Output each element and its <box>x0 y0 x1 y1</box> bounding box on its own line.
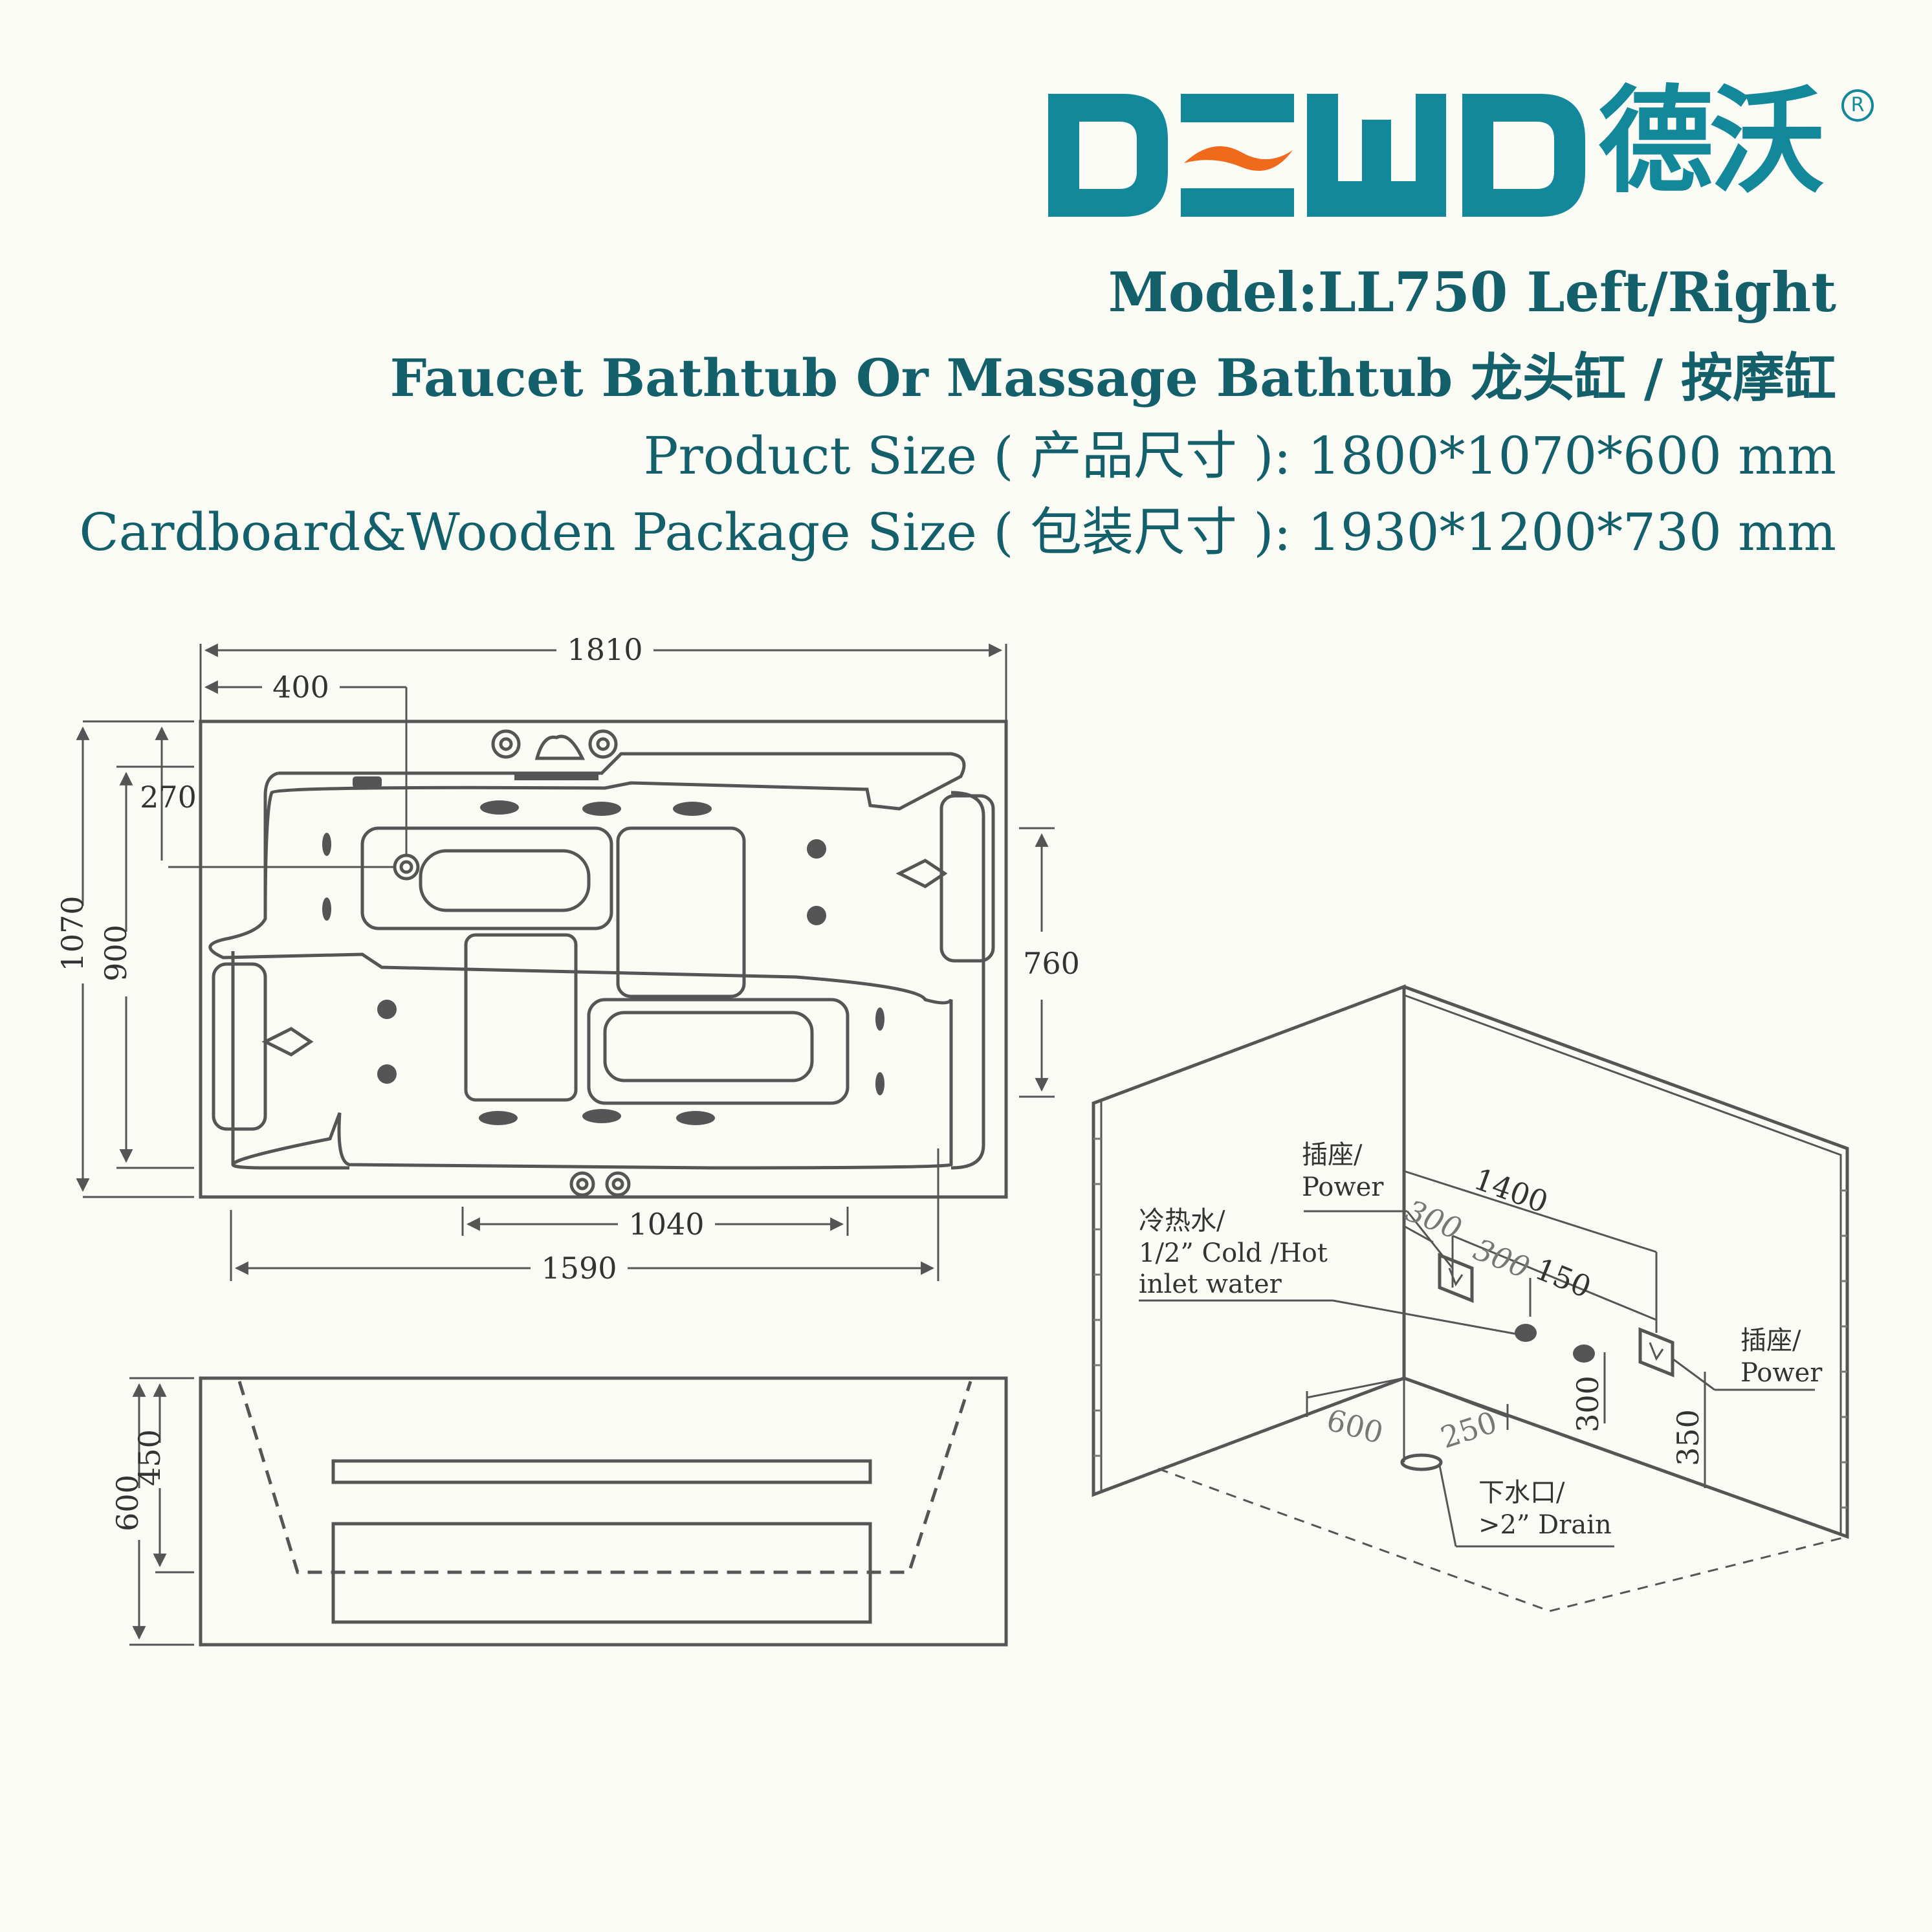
dim-600: 600 <box>110 1475 145 1531</box>
upper-armrest <box>419 849 591 912</box>
dim-150: 150 <box>1530 1251 1596 1305</box>
side-view <box>199 1376 1008 1647</box>
dim-1040: 1040 <box>628 1207 704 1242</box>
wall-hatching <box>1093 1137 1847 1509</box>
lower-seat <box>587 998 850 1105</box>
fittings <box>393 729 631 1197</box>
side-outer-apron <box>199 1376 1008 1647</box>
dim-350-height: 350 <box>1671 1409 1706 1466</box>
installation-guides <box>1139 1170 1815 1548</box>
inner-basin-dashed <box>237 1381 972 1574</box>
dim-1400: 1400 <box>1469 1161 1552 1220</box>
tub-outer-rim <box>199 719 1008 1199</box>
power-socket-left-icon <box>1438 1253 1474 1303</box>
dim-300a: 300 <box>1401 1193 1467 1247</box>
dim-760: 760 <box>1023 946 1080 981</box>
pillow-left <box>212 962 267 1131</box>
pillow-right <box>939 794 995 963</box>
power-right-en: Power <box>1740 1358 1823 1388</box>
model-title: Model:LL750 Left/Right <box>1108 260 1836 324</box>
product-type: Faucet Bathtub Or Massage Bathtub 龙头缸 / … <box>390 347 1836 408</box>
dim-300-height: 300 <box>1570 1376 1605 1433</box>
cold-water-pipe-icon <box>1515 1324 1537 1342</box>
power-top-en: Power <box>1302 1172 1384 1202</box>
headrest-jet-right <box>895 859 948 888</box>
power-socket-right-icon <box>1638 1327 1674 1378</box>
registered-mark: R <box>1841 89 1874 122</box>
dim-1070: 1070 <box>55 895 90 971</box>
dim-1810: 1810 <box>567 632 642 667</box>
right-wall <box>1403 985 1849 1539</box>
side-panel-strip <box>331 1459 872 1484</box>
water-en1: 1/2” Cold /Hot <box>1139 1238 1328 1268</box>
left-footwell <box>464 933 578 1102</box>
floor-outline <box>1158 1467 1848 1612</box>
installation-labels: 插座/ Power 冷热水/ 1/2” Cold /Hot inlet wate… <box>1139 1140 1823 1540</box>
dim-300b: 300 <box>1469 1232 1535 1286</box>
upper-seat <box>360 826 613 930</box>
drain-cn: 下水口/ <box>1478 1478 1565 1508</box>
drain-icon <box>1400 1453 1443 1471</box>
installation-dim-labels: 1400 300 300 150 600 250 300 350 <box>1323 1161 1706 1466</box>
dim-450: 450 <box>132 1429 167 1486</box>
side-view-dimensions <box>129 1377 194 1646</box>
side-access-panel <box>331 1522 872 1624</box>
dewo-logo-cn: 德沃 <box>1598 74 1825 208</box>
package-size: Cardboard&Wooden Package Size ( 包装尺寸 ): … <box>79 502 1836 562</box>
drain-en: >2” Drain <box>1478 1510 1612 1540</box>
headrest-jet-left <box>261 1027 314 1057</box>
tub-inner-outline <box>208 752 966 1170</box>
right-footwell <box>616 826 746 998</box>
product-size: Product Size ( 产品尺寸 ): 1800*1070*600 mm <box>643 426 1836 486</box>
dim-270: 270 <box>140 780 197 815</box>
lower-armrest <box>603 1011 814 1082</box>
top-view-dim-labels: 1810 400 270 1070 900 760 1040 1590 <box>55 632 1080 1286</box>
dewo-logo <box>1048 94 1585 217</box>
dim-600-floor: 600 <box>1323 1402 1387 1451</box>
top-view <box>199 719 1008 1199</box>
power-top-cn: 插座/ <box>1302 1140 1363 1170</box>
top-view-dimensions <box>76 643 1055 1281</box>
jets <box>322 774 884 1125</box>
dim-400: 400 <box>272 670 329 705</box>
dim-900: 900 <box>98 925 133 982</box>
hot-water-pipe-icon <box>1573 1345 1595 1363</box>
installation-fixtures <box>1400 1253 1674 1471</box>
water-cn: 冷热水/ <box>1139 1206 1225 1236</box>
water-en2: inlet water <box>1139 1269 1282 1299</box>
power-right-cn: 插座/ <box>1740 1326 1801 1356</box>
dim-1590: 1590 <box>541 1251 617 1286</box>
dim-250: 250 <box>1436 1405 1501 1455</box>
